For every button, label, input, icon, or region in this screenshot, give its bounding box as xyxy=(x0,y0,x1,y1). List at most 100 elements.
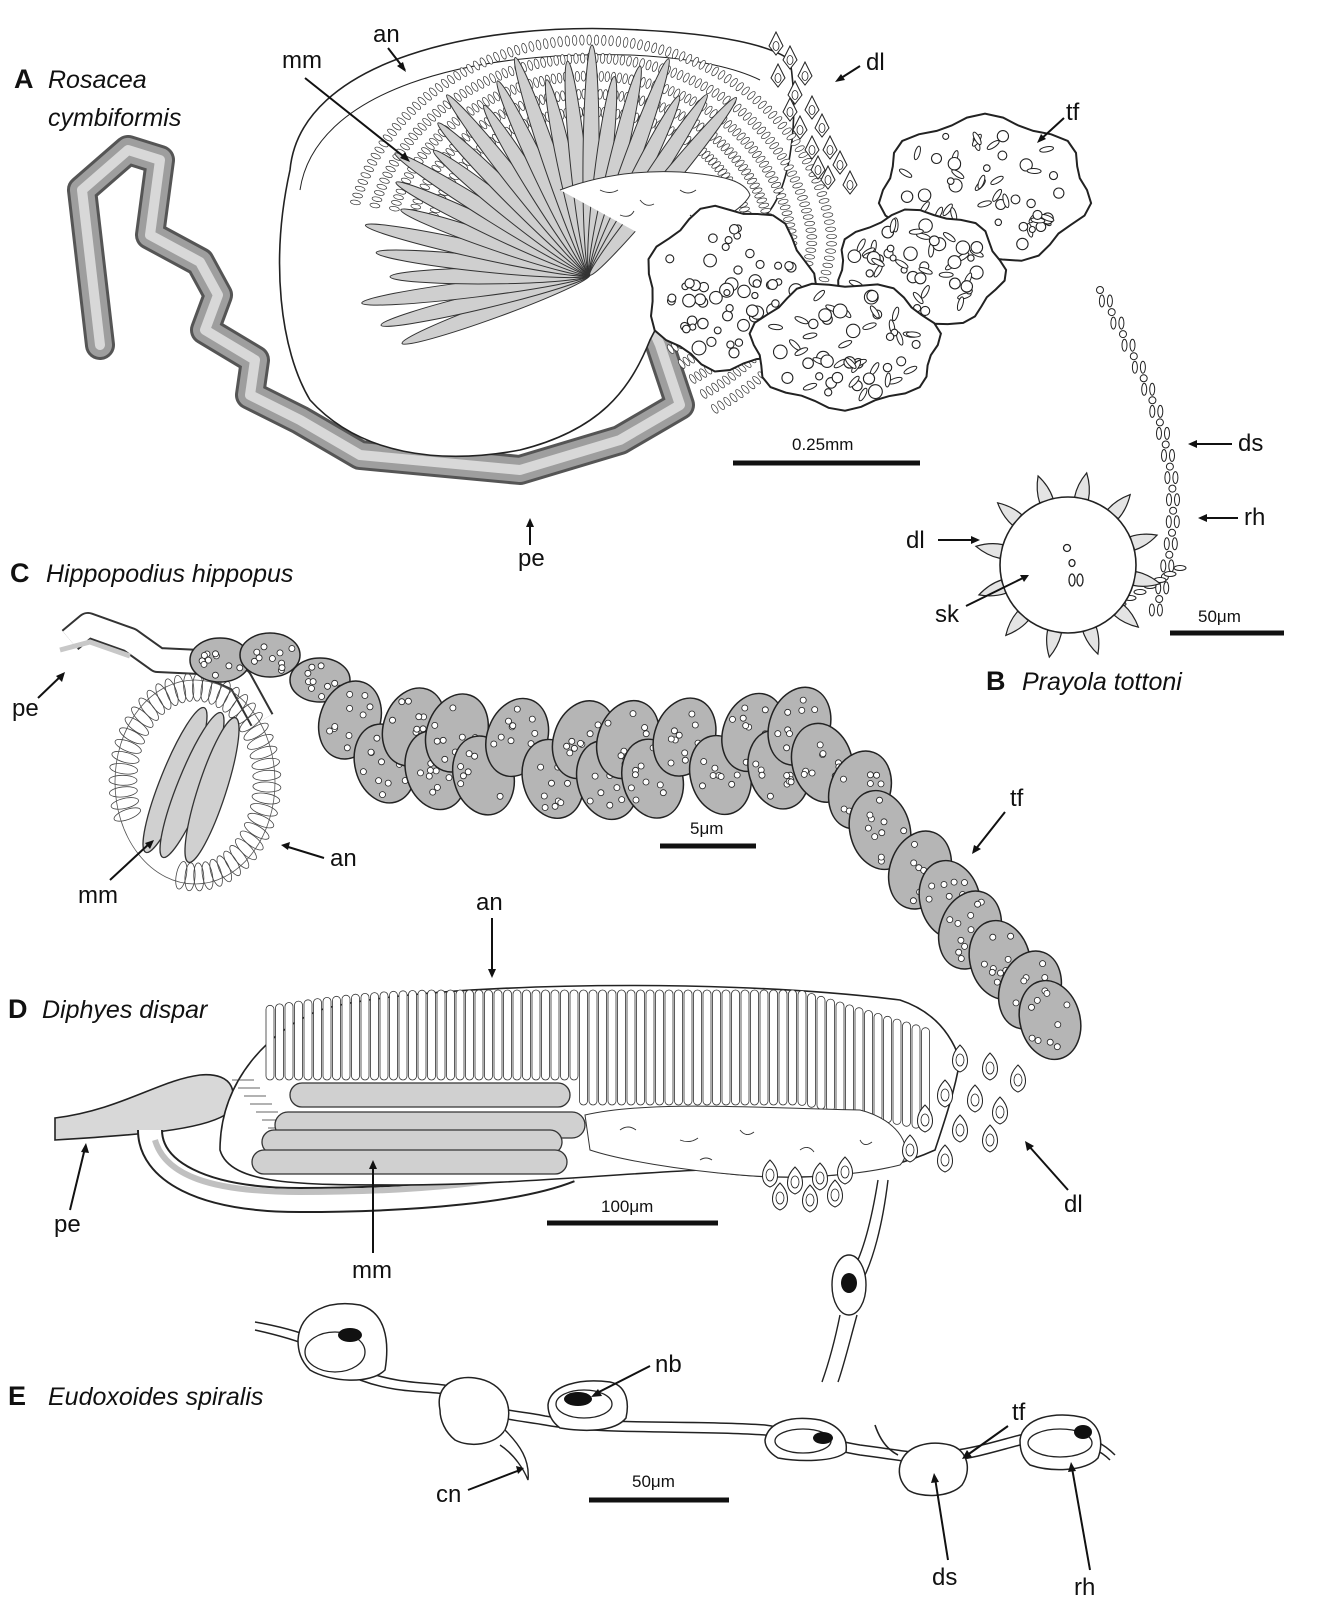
c-capsule xyxy=(346,733,352,739)
c-capsule xyxy=(569,738,575,744)
c-capsule xyxy=(910,898,916,904)
d-cell xyxy=(665,990,673,1105)
c-capsule xyxy=(614,785,620,791)
a-cell xyxy=(807,235,817,240)
d-cell xyxy=(475,990,483,1080)
d-cell xyxy=(732,990,740,1105)
panel-e-species: Eudoxoides spiralis xyxy=(48,1383,263,1411)
a-tf-capsule xyxy=(821,355,833,367)
c-capsule xyxy=(962,943,968,949)
c-capsule xyxy=(1029,1035,1035,1041)
e-tentillum xyxy=(255,1304,1115,1496)
a-cell xyxy=(580,53,585,63)
a-tf-capsule xyxy=(772,300,779,307)
a-tf-capsule xyxy=(890,255,896,261)
c-capsule xyxy=(1021,978,1027,984)
b-rod xyxy=(1164,582,1169,594)
e-label-nb: nb xyxy=(655,1351,682,1378)
c-capsule xyxy=(994,979,1000,985)
c-capsule xyxy=(981,961,987,967)
c-capsule xyxy=(491,741,497,747)
b-dot xyxy=(1169,485,1176,492)
c-capsule xyxy=(279,665,285,671)
c-capsule xyxy=(379,759,385,765)
a-cell xyxy=(783,216,793,222)
c-capsule xyxy=(881,819,887,825)
a-tf-capsule xyxy=(998,151,1007,160)
c-capsule xyxy=(305,670,311,676)
c-capsule xyxy=(472,753,478,759)
a-tf-capsule xyxy=(724,290,730,296)
a-cell xyxy=(814,184,825,191)
a-cell xyxy=(823,212,833,218)
b-label-ds: ds xyxy=(1238,430,1263,457)
a-tf-capsule xyxy=(847,324,860,337)
d-desmoneme xyxy=(773,1183,788,1210)
c-capsule xyxy=(592,773,598,779)
d-cell xyxy=(561,990,569,1080)
c-capsule xyxy=(325,683,331,689)
a-tf-capsule xyxy=(785,262,793,270)
c-capsule xyxy=(347,691,353,697)
d-cell xyxy=(380,992,388,1080)
a-label-dl: dl xyxy=(866,49,885,76)
d-cell xyxy=(428,990,436,1080)
c-capsule xyxy=(405,698,411,704)
c-capsule xyxy=(912,841,918,847)
d-cell xyxy=(276,1004,284,1080)
e-arrow-cn xyxy=(468,1470,520,1490)
b-dot xyxy=(1097,287,1104,294)
c-ring xyxy=(251,756,280,771)
b-spine xyxy=(976,544,1003,559)
a-tf-capsule xyxy=(819,309,832,322)
d-desmoneme xyxy=(938,1145,953,1172)
a-tf-rod xyxy=(1027,168,1041,173)
a-tf-capsule xyxy=(768,280,778,290)
a-tf-capsule xyxy=(725,237,732,244)
c-capsule xyxy=(1042,975,1048,981)
c-capsule xyxy=(434,784,440,790)
a-tf-capsule xyxy=(1017,238,1028,249)
c-capsule xyxy=(212,672,218,678)
c-capsule xyxy=(800,697,806,703)
d-cell xyxy=(808,994,816,1108)
d-cell xyxy=(580,990,588,1105)
d-desmoneme xyxy=(983,1125,998,1152)
c-scale-label: 5μm xyxy=(690,819,723,838)
c-capsule xyxy=(362,693,368,699)
a-tf-capsule xyxy=(948,256,961,269)
e-scale-label: 50μm xyxy=(632,1472,675,1491)
b-dot xyxy=(1140,375,1147,382)
b-dot xyxy=(1130,353,1137,360)
c-capsule xyxy=(941,882,947,888)
a-cell xyxy=(806,248,816,253)
b-label-rh: rh xyxy=(1244,504,1265,531)
b-rod xyxy=(1140,361,1145,373)
c-capsule xyxy=(558,800,564,806)
b-spine xyxy=(1037,476,1053,503)
c-capsule xyxy=(226,663,232,669)
a-tf-capsule xyxy=(929,236,939,246)
a-tf-capsule xyxy=(825,389,832,396)
c-capsule xyxy=(318,663,324,669)
panel-e-letter: E xyxy=(8,1381,26,1411)
d-cell xyxy=(817,996,825,1109)
c-capsule xyxy=(1064,1002,1070,1008)
b-rod xyxy=(1157,604,1162,616)
b-rod xyxy=(1107,295,1112,307)
a-tf-capsule xyxy=(698,318,708,328)
c-capsule xyxy=(968,912,974,918)
d-cell xyxy=(912,1025,920,1128)
a-cell xyxy=(825,249,835,254)
c-capsule xyxy=(1005,956,1011,962)
c-capsule xyxy=(385,780,391,786)
b-arrowhead-rh xyxy=(1198,514,1207,522)
c-capsule xyxy=(874,772,880,778)
d-desmoneme xyxy=(1011,1065,1026,1092)
a-tf-capsule xyxy=(816,373,823,380)
d-scale-bar: 100μm xyxy=(547,1197,718,1223)
a-tf-capsule xyxy=(747,305,759,317)
c-capsule xyxy=(657,782,663,788)
c-capsule xyxy=(743,723,749,729)
c-capsule xyxy=(812,707,818,713)
